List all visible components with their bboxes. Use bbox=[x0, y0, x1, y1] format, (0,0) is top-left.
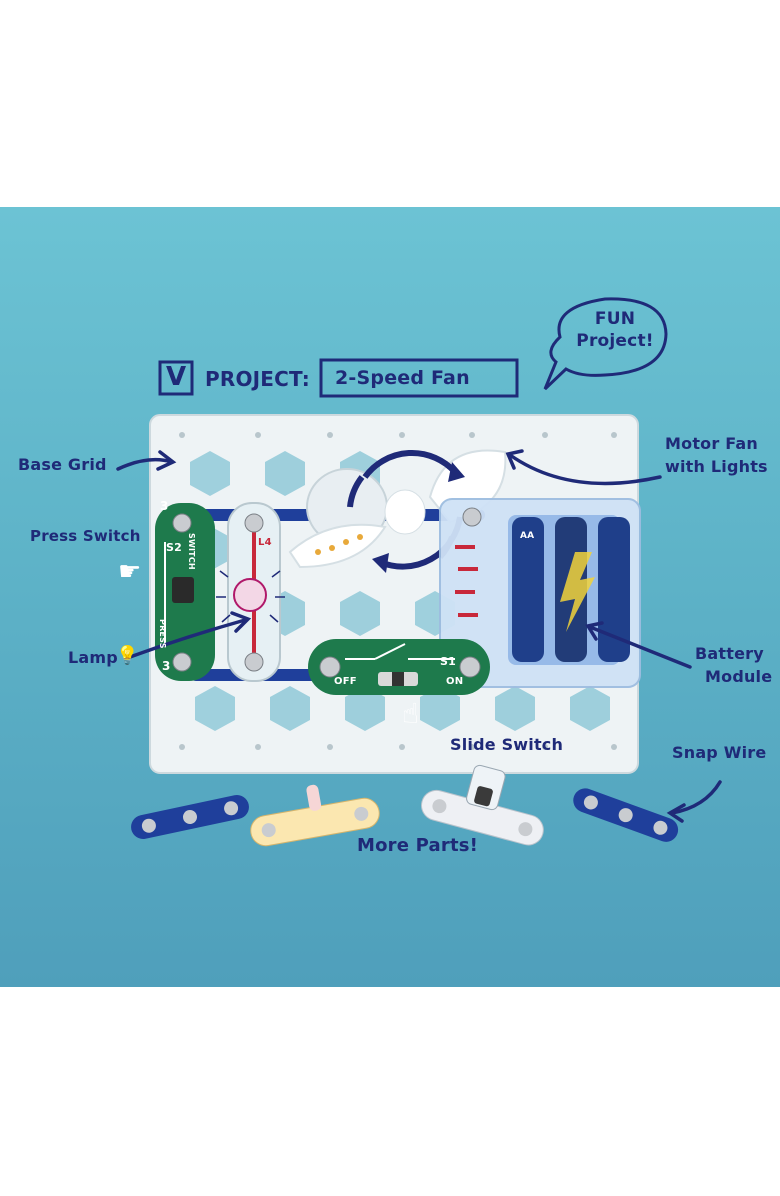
project-name: 2-Speed Fan bbox=[335, 367, 470, 389]
press-switch-word-bottom: PRESS bbox=[158, 619, 167, 649]
label-press-switch: Press Switch bbox=[30, 527, 141, 545]
pointing-hand-icon: ☝ bbox=[402, 697, 420, 730]
checkbox-mark: V bbox=[166, 362, 187, 392]
slide-switch-part bbox=[308, 639, 490, 695]
more-parts-row bbox=[131, 764, 679, 847]
speech-bubble-text-line1: FUN bbox=[594, 309, 636, 329]
label-motor-fan-line1: Motor Fan bbox=[665, 434, 758, 453]
slide-switch-off-label: OFF bbox=[334, 676, 357, 687]
product-panel: V PROJECT: 2-Speed Fan FUN Project! Base… bbox=[0, 207, 780, 987]
label-snap-wire: Snap Wire bbox=[672, 743, 767, 762]
label-motor-fan-line2: with Lights bbox=[665, 457, 768, 476]
speech-bubble-text-line2: Project! bbox=[576, 331, 654, 351]
press-switch-part bbox=[155, 503, 215, 681]
label-lamp: Lamp bbox=[68, 648, 118, 667]
pointing-hand-icon: ☛ bbox=[118, 557, 142, 587]
board-illustration bbox=[116, 297, 722, 847]
label-more-parts: More Parts! bbox=[357, 835, 479, 856]
label-base-grid: Base Grid bbox=[18, 455, 107, 474]
label-battery-line1: Battery bbox=[695, 644, 764, 663]
annotation-arrows bbox=[116, 449, 722, 823]
project-label: PROJECT: bbox=[205, 367, 310, 391]
lightbulb-icon: 💡 bbox=[116, 645, 139, 666]
press-switch-part-number: 3 bbox=[160, 499, 169, 513]
slide-switch-part-number: 3 bbox=[162, 659, 171, 673]
checkbox-outline bbox=[158, 360, 194, 396]
press-switch-id: S2 bbox=[166, 541, 182, 554]
press-switch-word-top: SWITCH bbox=[187, 533, 196, 570]
header-outlines bbox=[158, 297, 668, 398]
speech-bubble-outline bbox=[543, 297, 668, 391]
label-battery-line2: Module bbox=[705, 667, 773, 686]
slide-switch-id: S1 bbox=[440, 655, 456, 668]
project-name-box bbox=[319, 358, 519, 398]
slide-switch-on-label: ON bbox=[446, 676, 464, 687]
lamp-part bbox=[216, 502, 285, 682]
lamp-id: L4 bbox=[258, 537, 272, 548]
label-slide-switch: Slide Switch bbox=[450, 735, 564, 754]
battery-cell-label: AA bbox=[520, 531, 535, 541]
